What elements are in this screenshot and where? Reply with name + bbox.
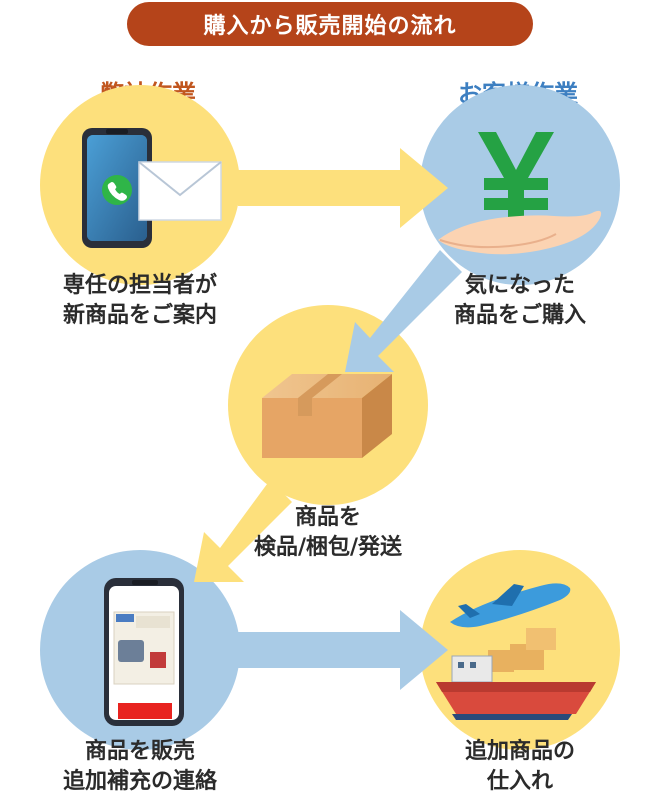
arrow-step4-to-step5 (238, 610, 448, 690)
step1-label-line1: 専任の担当者が (62, 273, 217, 298)
step1-label-line2: 新商品をご案内 (62, 303, 217, 328)
arrow-step1-to-step2 (238, 148, 448, 228)
smartphone-shop-icon (104, 578, 184, 726)
step4-label-line1: 商品を販売 (84, 739, 195, 764)
step4-label: 商品を販売 追加補充の連絡 (10, 737, 270, 797)
plane-ship-icon (436, 583, 596, 720)
step2-label-line2: 商品をご購入 (453, 303, 586, 328)
arrow-step2-to-step3 (345, 250, 462, 372)
step3-label: 商品を 検品/梱包/発送 (198, 503, 458, 563)
step2-label: 気になった 商品をご購入 (390, 271, 650, 331)
step5-label: 追加商品の 仕入れ (390, 737, 650, 797)
step5-label-line2: 仕入れ (486, 769, 553, 794)
cardboard-box-icon (262, 374, 392, 458)
step2-label-line1: 気になった (464, 273, 575, 298)
step4-label-line2: 追加補充の連絡 (62, 769, 217, 794)
phone-mail-icon (82, 128, 222, 248)
step3-label-line1: 商品を (294, 505, 361, 530)
step3-label-line2: 検品/梱包/発送 (253, 535, 403, 560)
step1-label: 専任の担当者が 新商品をご案内 (10, 271, 270, 331)
flow-title: 購入から販売開始の流れ (127, 2, 533, 46)
yen-hand-icon (438, 132, 602, 255)
step5-label-line1: 追加商品の (464, 739, 575, 764)
arrow-step3-to-step4 (194, 480, 292, 582)
